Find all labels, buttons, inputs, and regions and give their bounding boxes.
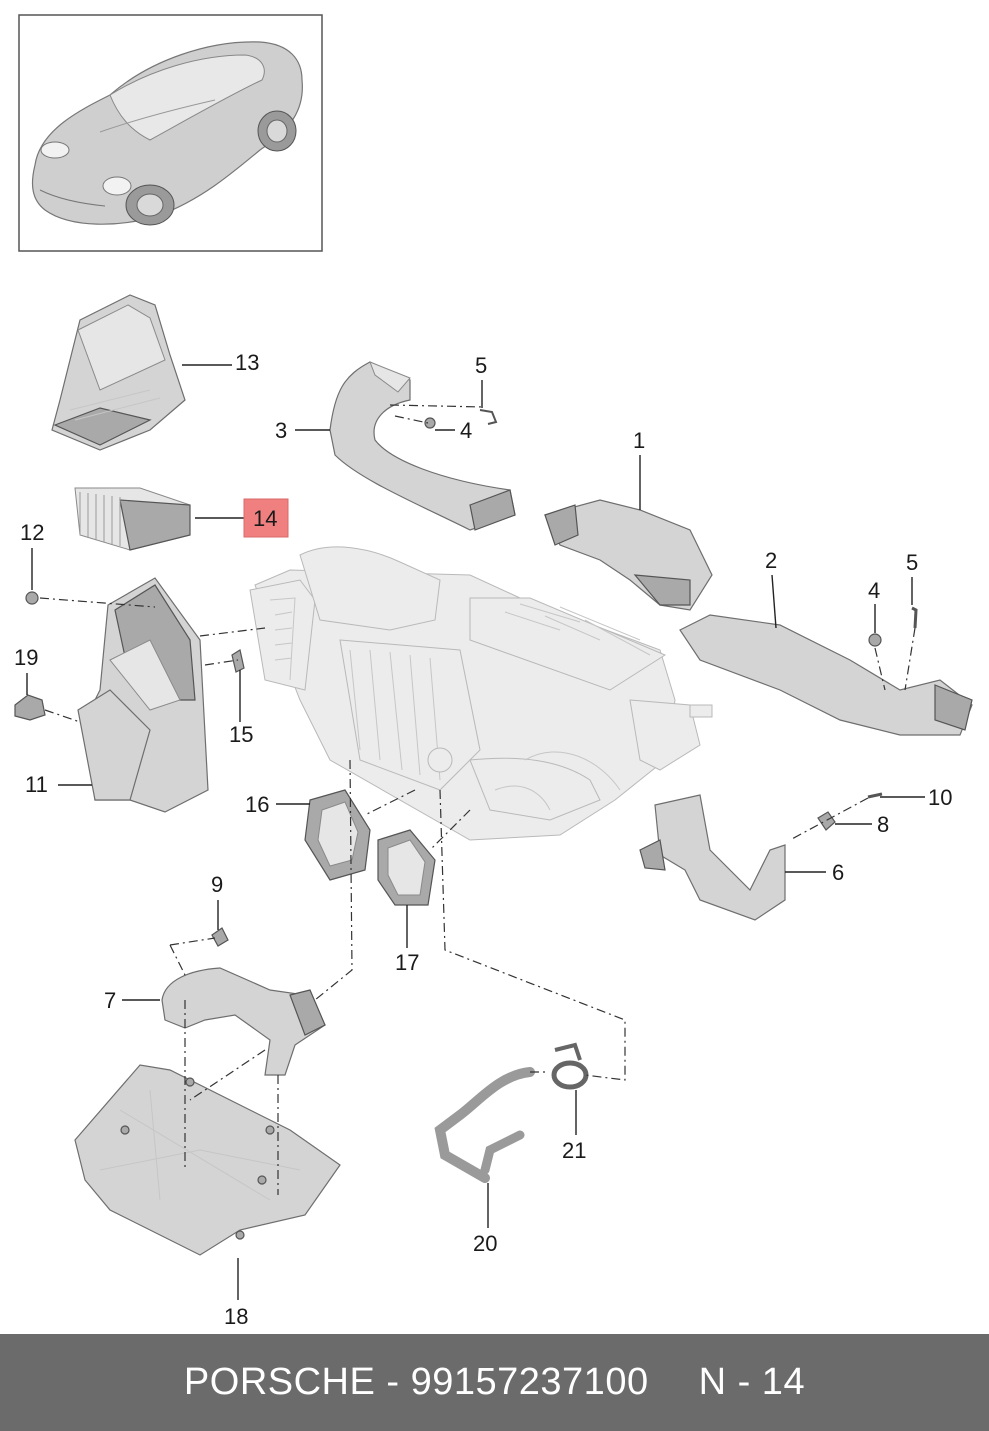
part-5-screw-right	[911, 606, 918, 629]
callout-15: 15	[229, 722, 253, 747]
part-19-sensor	[14, 694, 46, 721]
footer-text: PORSCHE - 99157237100 N - 14	[184, 1361, 805, 1404]
part-20-hose	[434, 1067, 535, 1183]
callout-8: 8	[877, 812, 889, 837]
part-10-bolt	[867, 792, 883, 799]
part-12-clip	[25, 591, 39, 605]
part-2-air-duct	[679, 614, 973, 736]
callout-19: 19	[14, 645, 38, 670]
callout-4-right: 4	[868, 578, 880, 603]
part-7-air-duct	[161, 967, 326, 1076]
part-17-vent-frame	[377, 829, 436, 906]
callout-21: 21	[562, 1138, 586, 1163]
part-11-filter-housing	[77, 577, 209, 813]
callout-13: 13	[235, 350, 259, 375]
callout-5-right: 5	[906, 550, 918, 575]
part-13-air-duct-cover	[51, 294, 186, 451]
callout-18: 18	[224, 1304, 248, 1329]
callout-4: 4	[460, 418, 472, 443]
part-3-air-duct	[329, 361, 516, 531]
parts-diagram: 13 14 12 19 11 15 3 5 4 1 2 4 5 10 8 6 1…	[14, 14, 973, 1329]
callout-labels: 13 14 12 19 11 15 3 5 4 1 2 4 5 10 8 6 1…	[14, 350, 952, 1329]
part-14-cabin-air-filter	[74, 487, 191, 551]
footer-bar: PORSCHE - 99157237100 N - 14	[0, 1334, 989, 1431]
callout-7: 7	[104, 988, 116, 1013]
part-18-underbody-panel	[74, 1064, 341, 1256]
callout-3: 3	[275, 418, 287, 443]
part-8-clip	[817, 811, 836, 831]
callout-10: 10	[928, 785, 952, 810]
part-1-air-duct	[544, 499, 713, 611]
highlight-box-14	[243, 498, 289, 538]
callout-17: 17	[395, 950, 419, 975]
part-6-air-duct	[639, 794, 786, 921]
callout-20: 20	[473, 1231, 497, 1256]
callout-5: 5	[475, 353, 487, 378]
callout-6: 6	[832, 860, 844, 885]
callout-12: 12	[20, 520, 44, 545]
part-9-clip	[211, 927, 229, 947]
callout-9: 9	[211, 872, 223, 897]
part-4-nut	[424, 417, 436, 429]
part-5-screw	[479, 409, 498, 425]
callout-2: 2	[765, 548, 777, 573]
part-21-clamp	[551, 1042, 589, 1090]
assembly-lines	[39, 404, 916, 1195]
porsche-911-car-icon	[31, 41, 303, 226]
car-thumbnail	[18, 14, 323, 252]
hvac-unit	[249, 546, 713, 841]
footer-brand-part-number: PORSCHE - 99157237100	[183, 1361, 649, 1403]
callout-1: 1	[633, 428, 645, 453]
part-4-nut-right	[868, 633, 882, 647]
callout-16: 16	[245, 792, 269, 817]
callout-11: 11	[25, 772, 48, 797]
part-16-vent-frame	[304, 789, 371, 881]
footer-page-reference: N - 14	[698, 1361, 806, 1403]
callout-14: 14	[253, 506, 277, 531]
leader-lines	[26, 364, 925, 1300]
part-15-clip	[231, 649, 245, 673]
